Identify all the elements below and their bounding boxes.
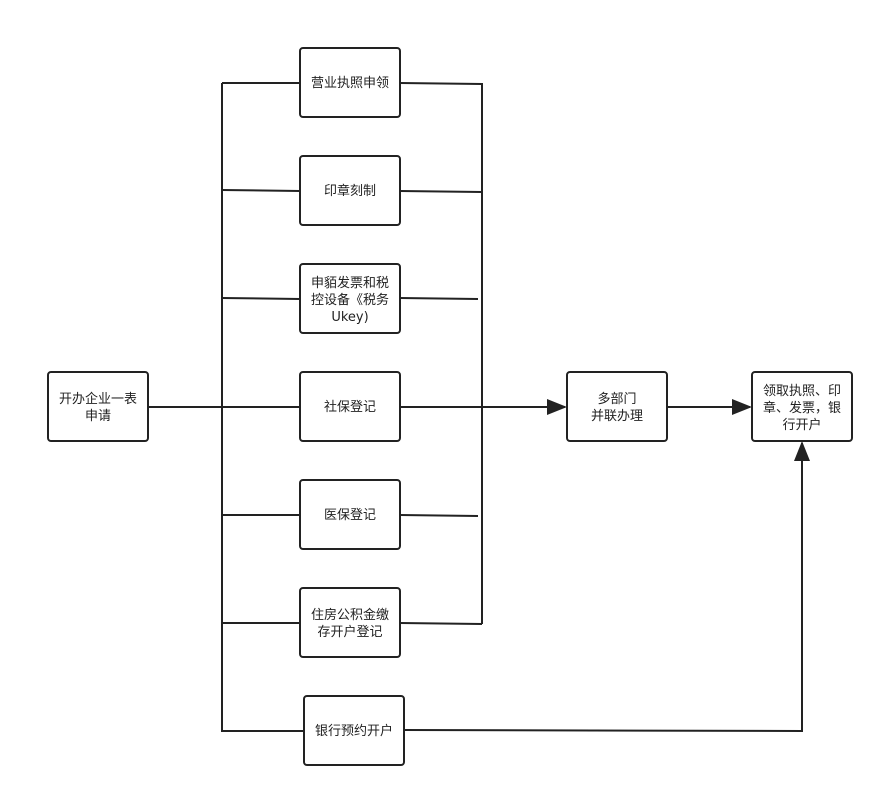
node-label: 控设备《税务 — [311, 292, 389, 308]
node-label: Ukey) — [331, 310, 368, 325]
svg-text:住房公积金缴存开户登记: 住房公积金缴存开户登记 — [311, 607, 389, 640]
step-medical-insurance[interactable]: 医保登记 — [299, 479, 401, 550]
node-label: 多部门 — [597, 391, 636, 407]
node-label: 银行预约开户 — [315, 723, 393, 739]
svg-text:多部门并联办理: 多部门并联办理 — [591, 391, 643, 424]
step-invoice-tax-device[interactable]: 申貊发票和税控设备《税务 Ukey) — [299, 263, 401, 334]
node-label: 领取执照、印 — [763, 384, 841, 399]
step-bank-reservation[interactable]: 银行预约开户 — [303, 695, 405, 766]
end-node[interactable]: 领取执照、印章、发票，银行开户 — [751, 371, 853, 442]
connector — [399, 514, 479, 517]
merge-node[interactable]: 多部门并联办理 — [566, 371, 668, 442]
connector — [399, 297, 479, 300]
node-label: 印章刻制 — [324, 183, 376, 199]
node-label: 住房公积金缴 — [311, 607, 389, 623]
connector — [399, 190, 483, 193]
svg-text:开办企业一表申请: 开办企业一表申请 — [59, 391, 137, 424]
connector — [399, 82, 483, 85]
node-label: 申貊发票和税 — [311, 275, 389, 291]
node-label: 存开户登记 — [317, 624, 382, 640]
node-label: 医保登记 — [324, 508, 376, 523]
node-label: 并联办理 — [591, 409, 643, 424]
connectors — [148, 82, 810, 733]
node-label: 行开户 — [782, 417, 821, 433]
node-label: 社保登记 — [324, 399, 376, 415]
connector — [221, 297, 301, 300]
node-label: 申请 — [85, 409, 111, 424]
bank-arrow — [403, 441, 810, 733]
step-social-security[interactable]: 社保登记 — [299, 371, 401, 442]
node-label: 章、发票，银 — [763, 400, 841, 416]
step-seal-engraving[interactable]: 印章刻制 — [299, 155, 401, 226]
svg-text:领取执照、印章、发票，银行开户: 领取执照、印章、发票，银行开户 — [763, 384, 841, 433]
step-housing-fund[interactable]: 住房公积金缴存开户登记 — [299, 587, 401, 658]
start-node[interactable]: 开办企业一表申请 — [47, 371, 149, 442]
connector — [221, 189, 301, 192]
node-label: 开办企业一表 — [59, 391, 137, 407]
node-label: 营业执照申领 — [311, 76, 389, 91]
connector — [399, 622, 483, 625]
step-business-license[interactable]: 营业执照申领 — [299, 47, 401, 118]
